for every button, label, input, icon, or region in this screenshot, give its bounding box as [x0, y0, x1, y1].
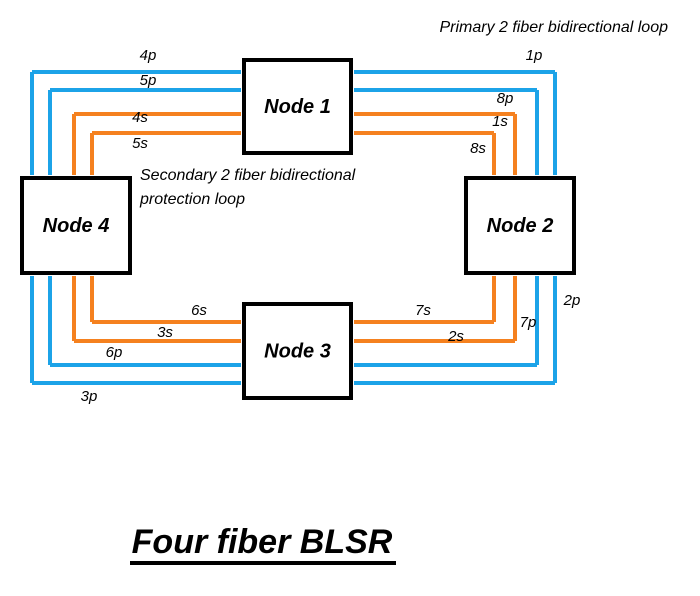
ring-inner-secondary: [90, 131, 496, 324]
node-3-box[interactable]: [242, 302, 353, 400]
label-2s: 2s: [447, 328, 464, 345]
label-1s: 1s: [492, 113, 508, 130]
nodes-layer: Node 1 Node 2 Node 3 Node 4: [20, 58, 576, 400]
node-2-label: Node 2: [487, 215, 554, 237]
diagram-title: Four fiber BLSR: [132, 523, 393, 561]
secondary-loop-caption-line-1: protection loop: [139, 191, 245, 208]
node-1[interactable]: Node 1: [242, 58, 353, 155]
node-2-box[interactable]: [464, 176, 576, 275]
primary-loop-caption-line-0: Primary 2 fiber bidirectional loop: [439, 19, 668, 36]
secondary-loop-caption-line-0: Secondary 2 fiber bidirectional: [140, 167, 356, 184]
label-4p: 4p: [140, 47, 157, 64]
node-4[interactable]: Node 4: [20, 176, 132, 275]
node-2[interactable]: Node 2: [464, 176, 576, 275]
node-1-label: Node 1: [264, 96, 331, 118]
primary-loop-caption: Primary 2 fiber bidirectional loop: [439, 19, 668, 36]
title-layer: Four fiber BLSR: [130, 523, 396, 565]
label-6p: 6p: [106, 344, 123, 361]
label-5s: 5s: [132, 135, 148, 152]
ring-outer-secondary: [72, 112, 517, 343]
node-1-box[interactable]: [242, 58, 353, 155]
node-3[interactable]: Node 3: [242, 302, 353, 400]
label-5p: 5p: [140, 72, 157, 89]
label-1p: 1p: [526, 47, 543, 64]
node-4-box[interactable]: [20, 176, 132, 275]
fiber-rings-layer: [30, 70, 557, 385]
label-2p: 2p: [563, 292, 581, 309]
ring-inner-primary: [48, 88, 539, 367]
label-7s: 7s: [415, 302, 431, 319]
label-8p: 8p: [497, 90, 514, 107]
label-3s: 3s: [157, 324, 173, 341]
node-4-label: Node 4: [43, 215, 110, 237]
node-3-label: Node 3: [264, 340, 331, 362]
label-7p: 7p: [520, 314, 537, 331]
fiber-labels-layer: 4p 5p 4s 5s 1p 8p 1s 8s 6s 3s 6p 3p 7s 2s 7p 2p: [81, 47, 581, 405]
label-6s: 6s: [191, 302, 207, 319]
label-3p: 3p: [81, 388, 98, 405]
label-4s: 4s: [132, 109, 148, 126]
ring-outer-primary: [30, 70, 557, 385]
captions-layer: Primary 2 fiber bidirectional loopSecond…: [139, 19, 668, 208]
label-8s: 8s: [470, 140, 486, 157]
secondary-loop-caption: Secondary 2 fiber bidirectional protectio…: [139, 167, 356, 208]
